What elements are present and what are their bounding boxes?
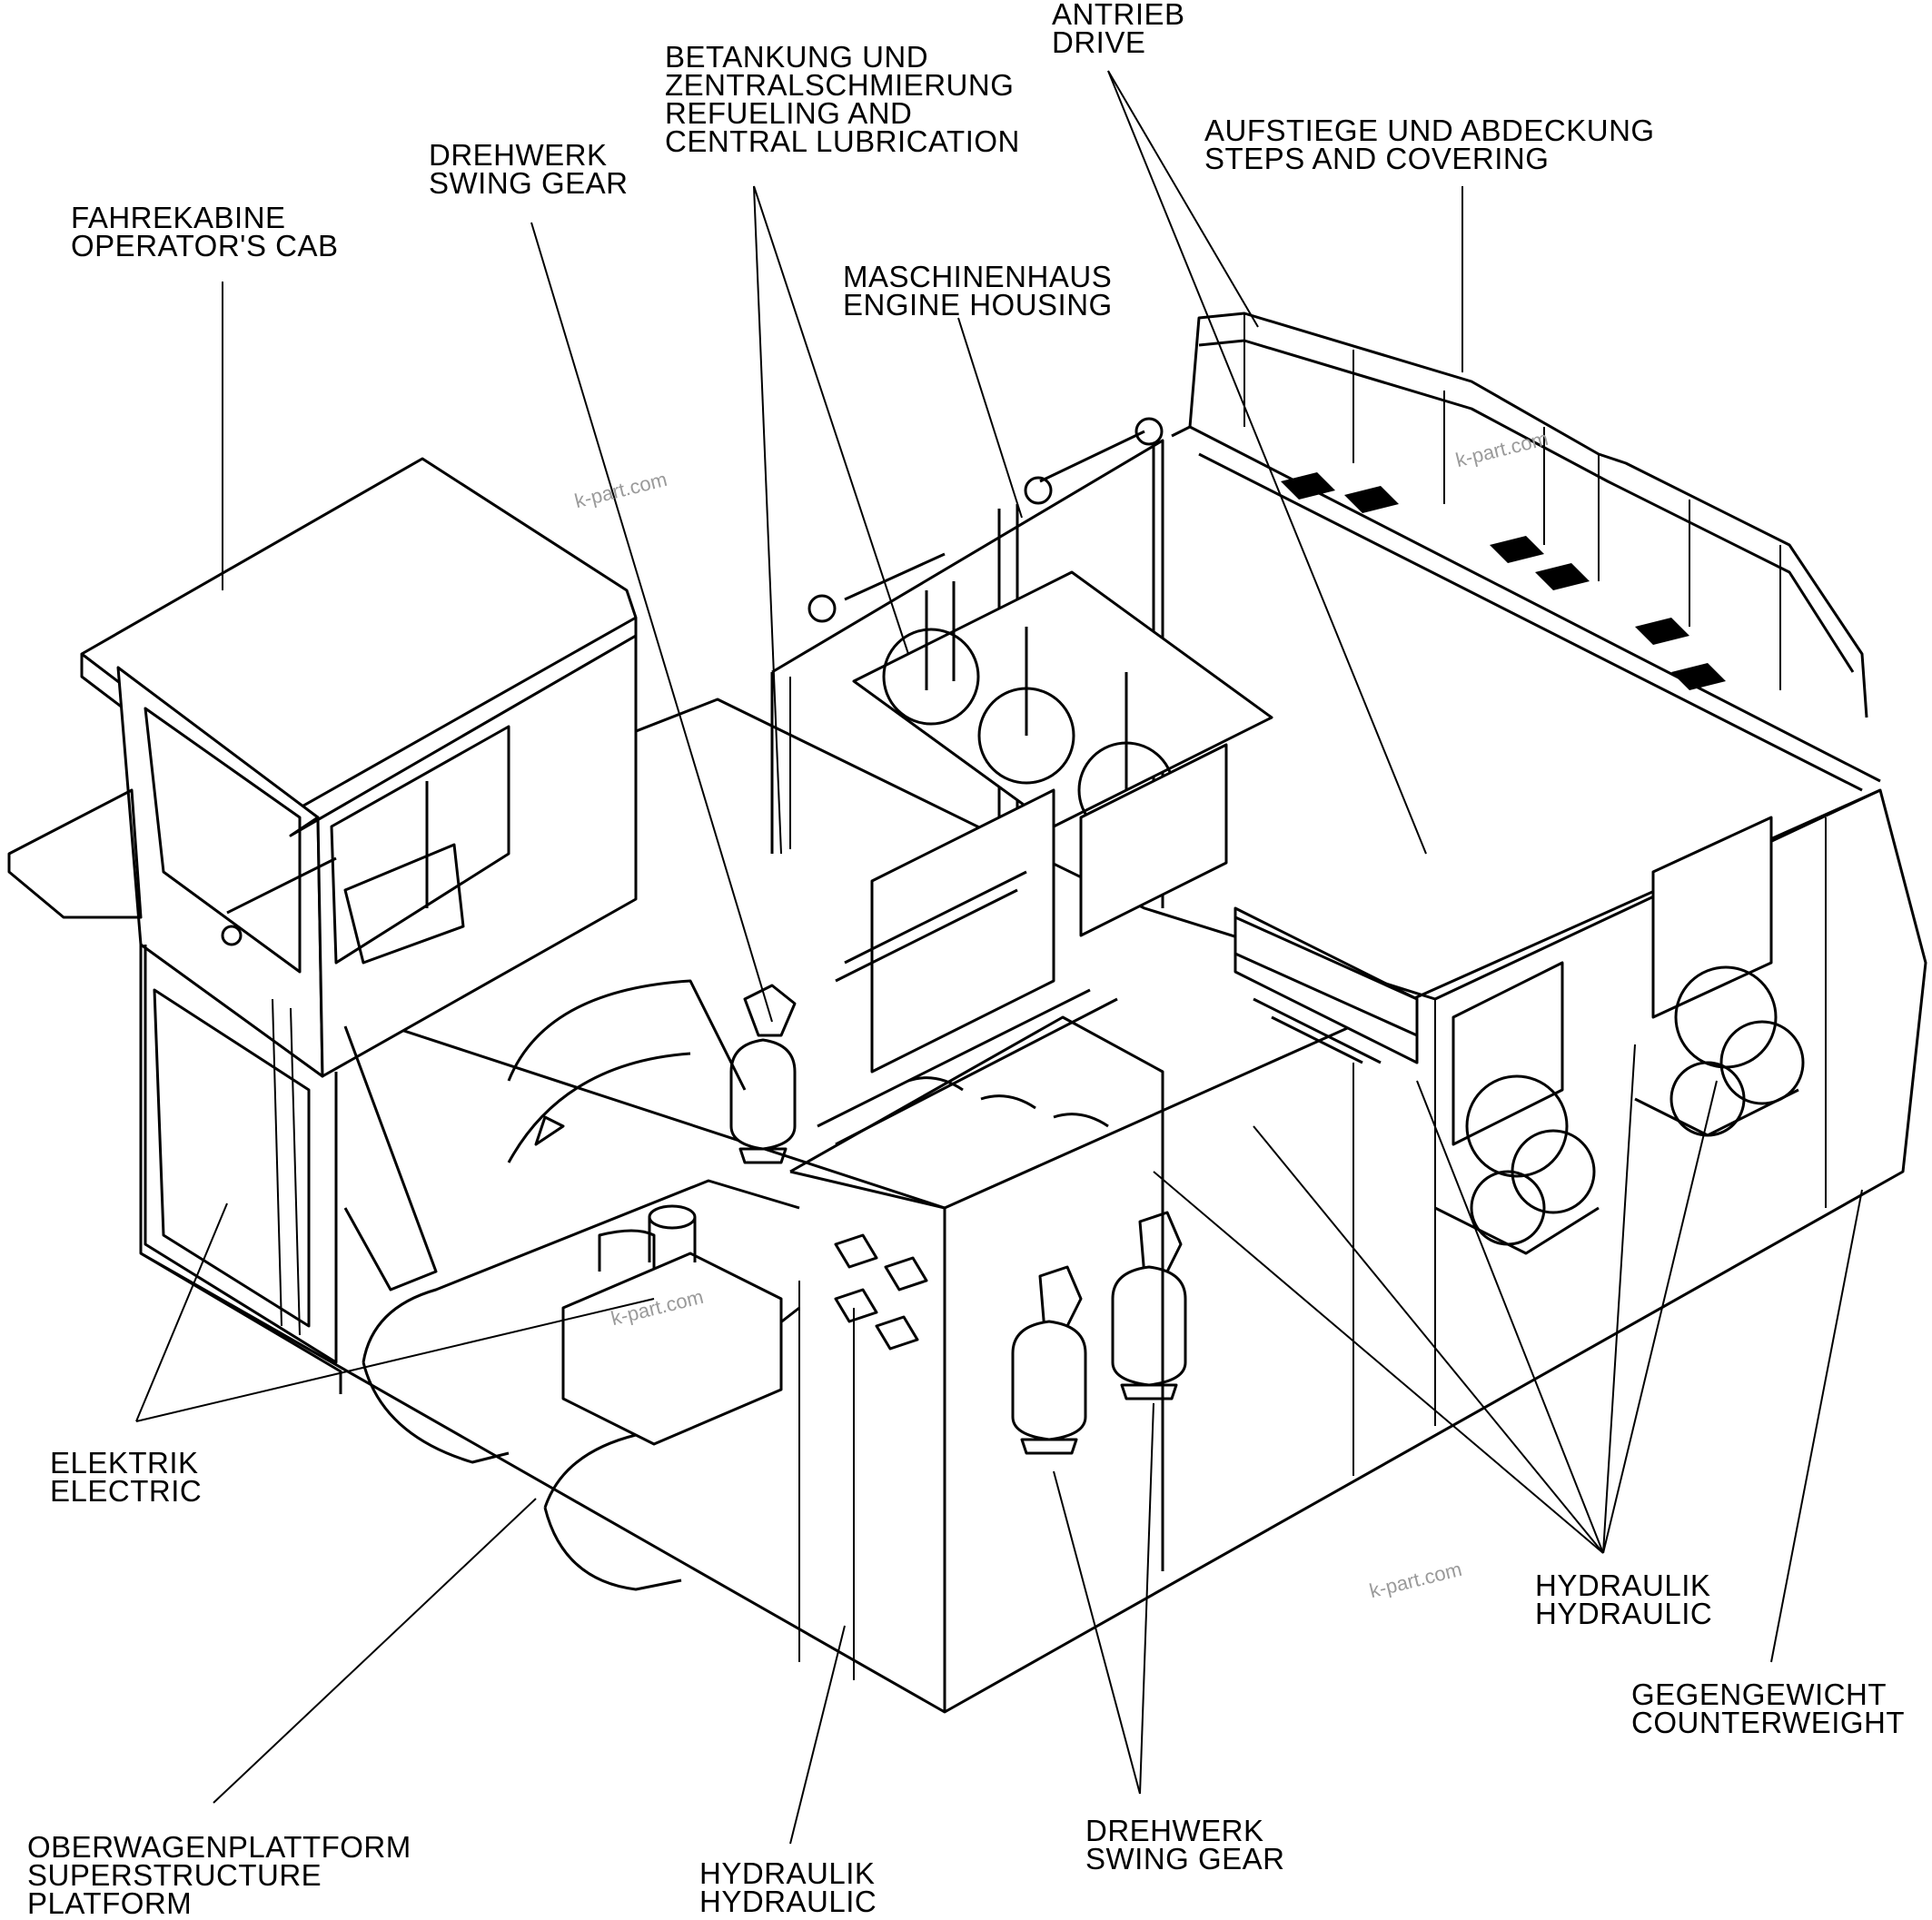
label-platform-en-1: SUPERSTRUCTURE: [27, 1858, 322, 1892]
label-engine-housing: MASCHINENHAUS ENGINE HOUSING: [843, 260, 1113, 322]
pump-drives: [1234, 816, 1805, 1255]
label-operators-cab: FAHREKABINE OPERATOR'S CAB: [71, 201, 339, 262]
label-counterweight-de: GEGENGEWICHT: [1631, 1678, 1887, 1711]
label-steps-en: STEPS AND COVERING: [1204, 142, 1550, 175]
label-swing-gear-top-en: SWING GEAR: [429, 166, 629, 200]
label-refueling-en-1: REFUELING AND: [665, 96, 913, 130]
swing-gears: [729, 984, 1187, 1455]
label-swing-gear-bottom: DREHWERK SWING GEAR: [1085, 1814, 1285, 1875]
label-steps-de: AUFSTIEGE UND ABDECKUNG: [1204, 114, 1655, 147]
leader-lines: [135, 70, 1863, 1845]
engine-housing: [770, 417, 1273, 1074]
label-refueling: BETANKUNG UND ZENTRALSCHMIERUNG REFUELIN…: [665, 40, 1020, 158]
label-superstructure-platform: OBERWAGENPLATTFORM SUPERSTRUCTURE PLATFO…: [27, 1830, 411, 1920]
label-platform-de: OBERWAGENPLATTFORM: [27, 1830, 411, 1864]
label-cab-en: OPERATOR'S CAB: [71, 229, 339, 262]
label-refueling-de-2: ZENTRALSCHMIERUNG: [665, 68, 1015, 102]
label-electric-en: ELECTRIC: [50, 1474, 203, 1508]
label-swing-gear-bottom-en: SWING GEAR: [1085, 1842, 1285, 1875]
label-hydraulic-right: HYDRAULIK HYDRAULIC: [1535, 1569, 1713, 1630]
label-swing-gear-top: DREHWERK SWING GEAR: [429, 138, 629, 200]
central-housing: [789, 915, 1419, 1571]
label-hydraulic-bottom-de: HYDRAULIK: [699, 1856, 876, 1890]
label-refueling-en-2: CENTRAL LUBRICATION: [665, 124, 1020, 158]
label-hydraulic-bottom: HYDRAULIK HYDRAULIC: [699, 1856, 877, 1918]
label-hydraulic-bottom-en: HYDRAULIC: [699, 1885, 877, 1918]
label-hydraulic-right-en: HYDRAULIC: [1535, 1597, 1713, 1630]
label-cab-de: FAHREKABINE: [71, 201, 286, 234]
label-electric: ELEKTRIK ELECTRIC: [50, 1446, 203, 1508]
label-engine-de: MASCHINENHAUS: [843, 260, 1113, 293]
label-refueling-de-1: BETANKUNG UND: [665, 40, 929, 74]
label-counterweight-en: COUNTERWEIGHT: [1631, 1706, 1906, 1739]
label-swing-gear-bottom-de: DREHWERK: [1085, 1814, 1264, 1847]
label-drive: ANTRIEB DRIVE: [1052, 0, 1185, 59]
label-counterweight: GEGENGEWICHT COUNTERWEIGHT: [1631, 1678, 1906, 1739]
label-steps-covering: AUFSTIEGE UND ABDECKUNG STEPS AND COVERI…: [1204, 114, 1655, 175]
label-engine-en: ENGINE HOUSING: [843, 288, 1113, 322]
label-drive-de: ANTRIEB: [1052, 0, 1185, 31]
label-platform-en-2: PLATFORM: [27, 1886, 193, 1920]
label-swing-gear-top-de: DREHWERK: [429, 138, 608, 172]
railing: [1171, 312, 1881, 792]
label-hydraulic-right-de: HYDRAULIK: [1535, 1569, 1711, 1602]
exhaust-ducts: [362, 979, 800, 1591]
label-electric-de: ELEKTRIK: [50, 1446, 199, 1480]
label-drive-en: DRIVE: [1052, 25, 1146, 59]
operator-cab: [7, 457, 638, 1364]
